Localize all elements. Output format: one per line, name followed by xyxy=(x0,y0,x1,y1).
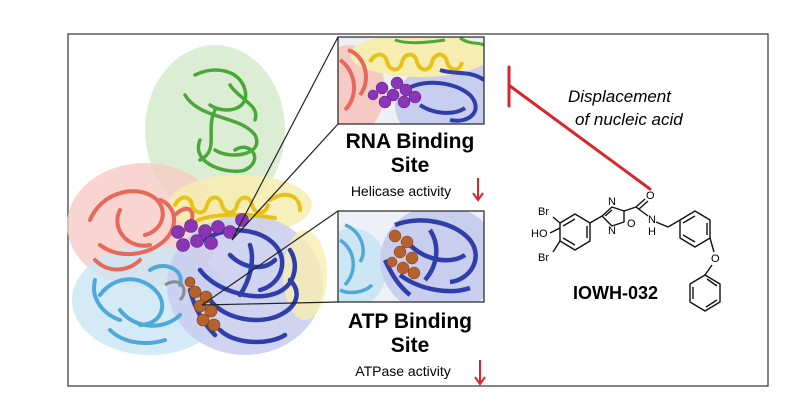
inhibition-line xyxy=(507,65,652,191)
atom-br-bottom: Br xyxy=(538,252,549,264)
displacement-label-line1: Displacement xyxy=(568,87,671,106)
atom-br-top: Br xyxy=(538,206,549,218)
domain-lightblue xyxy=(92,264,183,345)
ligand-atp-spheres xyxy=(184,276,221,332)
atpase-activity-label: ATPase activity xyxy=(355,363,451,379)
atpase-down-arrow xyxy=(474,360,486,386)
zoom-connectors xyxy=(201,36,339,306)
domain-yellow xyxy=(173,192,302,224)
atom-ho: HO xyxy=(531,228,548,240)
ligand-rna-spheres xyxy=(171,213,249,252)
chemical-structure xyxy=(549,198,721,312)
atom-n-ring-top: N xyxy=(608,196,616,208)
rna-site-title-line1: RNA Binding xyxy=(345,130,475,153)
atp-site-inset xyxy=(337,210,485,303)
protein-structure xyxy=(67,45,327,355)
compound-name: IOWH-032 xyxy=(573,283,659,303)
displacement-label-line2: of nucleic acid xyxy=(575,110,683,129)
rna-site-title-line2: Site xyxy=(390,154,430,177)
atp-site-title-line1: ATP Binding xyxy=(347,310,473,333)
rna-site-inset xyxy=(337,36,485,125)
atom-n-amide: N xyxy=(648,214,656,226)
helicase-down-arrow xyxy=(472,178,484,202)
atom-h-amide: H xyxy=(648,226,656,238)
atom-o-ether: O xyxy=(711,253,720,265)
domain-green xyxy=(183,68,259,173)
atom-o-carbonyl: O xyxy=(646,190,655,202)
atp-site-title-line2: Site xyxy=(390,334,430,357)
helicase-activity-label: Helicase activity xyxy=(350,183,452,199)
atom-n-ring-bottom: N xyxy=(608,225,616,237)
atom-o-ring: O xyxy=(627,218,636,230)
linker xyxy=(164,280,186,302)
